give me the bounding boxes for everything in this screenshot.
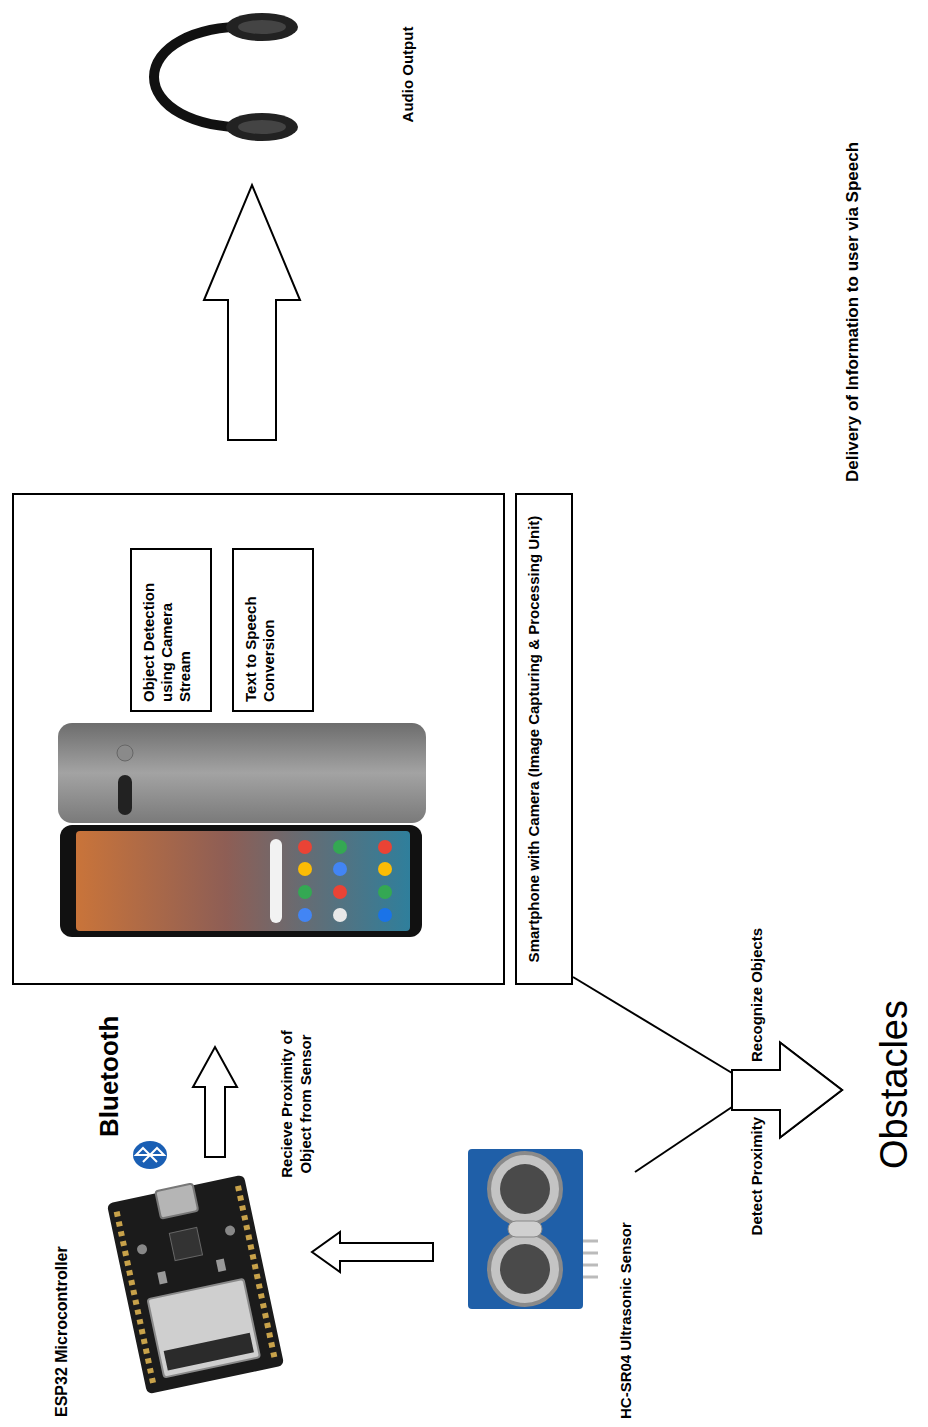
illustration-part [117,1212,153,1383]
illustration-part [333,862,347,876]
illustration-part [117,745,133,761]
illustration-part [58,723,426,823]
illustration-part [238,120,286,134]
label-holder: Recognize Objects [748,928,767,1062]
arrow-label: Delivery of Information to user via Spee… [842,142,863,482]
illustration-part [583,1264,598,1267]
illustration-part [226,13,298,41]
illustration-part [378,840,392,854]
illustration-part [583,1276,598,1279]
illustration-part [118,775,132,815]
illustration-part [298,862,312,876]
illustration-part [164,1333,254,1371]
connector-line [573,977,732,1073]
illustration-part [216,1259,226,1272]
bluetooth-logo [133,1141,167,1169]
illustration-part [226,113,298,141]
label-holder: Detect Proximity [748,1117,767,1277]
illustration-part [298,840,312,854]
illustration-part [333,885,347,899]
box-text: Text to Speech Conversion [242,558,278,702]
illustration-part [169,1227,202,1260]
label-holder: Delivery of Information to user via Spee… [842,142,863,482]
connector [573,977,842,1138]
illustration-part [157,1271,167,1284]
illustration-part [583,1240,598,1243]
connector-line [635,1107,732,1172]
audio-output-part: Audio Output [125,7,417,142]
processing-unit-box: Smartphone with Camera (Image Capturing … [12,493,573,985]
brand-label: Bluetooth [94,1016,125,1137]
illustration-part [107,1175,284,1395]
illustration-part [224,1225,236,1237]
illustration-part [136,1243,148,1255]
illustration-part [298,885,312,899]
illustration-part [378,885,392,899]
block-arrow [204,185,300,440]
headphones-picture [154,13,298,141]
part-label: ESP32 Microcontroller [52,1246,71,1417]
illustration-part [270,839,282,923]
illustration-part [583,1252,598,1255]
caption-band: Smartphone with Camera (Image Capturing … [515,493,573,985]
illustration-part [154,27,262,128]
illustration-part [378,862,392,876]
illustration-part [136,1148,164,1162]
part-label: Audio Output [399,27,417,123]
block-arrow [193,1047,237,1157]
arrow-label: Detect Proximity [748,1117,767,1277]
illustration-part [333,908,347,922]
illustration-part [508,1221,542,1237]
sensor-part: HC-SR04 Ultrasonic Sensor [455,1137,635,1422]
target-label: Obstacles [872,1000,918,1169]
smartphone-picture [58,723,426,937]
illustration-part [468,1149,583,1309]
illustration-part [76,831,410,931]
illustration-part [298,908,312,922]
illustration-part [133,1141,167,1169]
connector [635,1043,842,1173]
illustration-part [489,1233,561,1305]
illustration-part [148,1279,260,1378]
illustration-part [500,1244,550,1294]
arrow-label: Recognize Objects [748,928,767,1062]
illustration-part [333,840,347,854]
label-holder: Bluetooth [94,1016,125,1137]
illustration-part [378,908,392,922]
illustration-part [500,1164,550,1214]
ultrasonic-sensor [468,1149,598,1309]
esp32-board [106,1173,284,1395]
connector [193,1047,237,1157]
illustration-part [155,1183,198,1218]
box-text: Object Detection using Camera Stream [140,558,194,702]
process-box: Object Detection using Camera Stream [130,548,212,712]
microcontroller-part: ESP32 Microcontroller [52,1167,292,1417]
connector [312,1232,433,1272]
label-holder: Recieve Proximity of Object from Sensor [278,1024,316,1184]
connector [204,185,300,440]
illustration-part [238,20,286,34]
arrow-label: Recieve Proximity of Object from Sensor [278,1024,316,1184]
block-arrow [312,1232,433,1272]
process-box: Text to Speech Conversion [232,548,314,712]
illustration-part [489,1153,561,1225]
obstacles-target: Obstacles [868,992,922,1177]
part-label: HC-SR04 Ultrasonic Sensor [617,1222,635,1422]
illustration-part [60,825,422,937]
